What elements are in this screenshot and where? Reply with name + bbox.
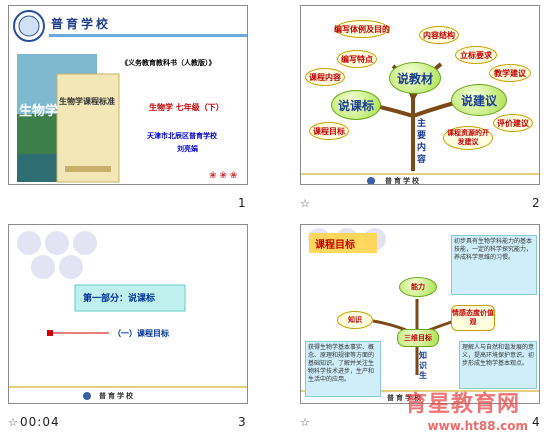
slide-thumbnail-4[interactable]: 课程目标 初步具有生物学科能力的基本技能，一定的科学探究能力，养成科学思维的习惯… [300, 224, 540, 404]
goal-right2-box: 理解人与自然和谐发展的意义，提高环境保护意识。初步形成生物学基本观点。 [459, 341, 537, 389]
teacher-name: 刘亮娟 [177, 145, 198, 153]
transition-star-2[interactable]: ☆ [300, 197, 310, 210]
footer-logo: 普育学校 [387, 393, 423, 402]
cover-standard-text: 生物学课程标准 [59, 97, 115, 106]
goal-left-text: 获得生物学基本事实、概念、原理和规律等方面的基础知识。了解并关注生物科学技术进步… [308, 344, 375, 383]
cover-big-text: 生物学 [19, 104, 59, 119]
bubble-1: 内容结构 [419, 26, 459, 44]
node-right: 情感态度价值观 [451, 305, 495, 331]
slide-timing-3: 00:04 [20, 415, 60, 429]
sub-title: （一）课程目标 [113, 329, 169, 338]
slide-thumbnail-3[interactable]: 第一部分：说课标 （一）课程目标 普育学校 [8, 224, 248, 404]
node-left: 说课标 [331, 90, 381, 120]
watermark-text: 育星教育网 [404, 392, 520, 417]
bubble-7: 评价建议 [493, 114, 533, 132]
slide-3-decor [9, 231, 247, 400]
node-center: 说教材 [389, 62, 441, 94]
bubble-5: 教学建议 [489, 64, 531, 82]
watermark-url: www.ht88.com [427, 419, 528, 432]
bubble-0: 编写体例及目的 [334, 20, 390, 38]
slide-1-decor: ❀ ❀ ❀ [9, 6, 247, 183]
goal-right-text: 初步具有生物学科能力的基本技能，一定的科学探究能力，养成科学思维的习惯。 [454, 238, 533, 261]
node-right: 说建议 [451, 84, 507, 116]
slide-thumbnail-2[interactable]: 说教材 说课标 说建议 主要内容 编写体例及目的 内容结构 编写特点 立标要求 … [300, 5, 540, 185]
bubble-6: 课程目标 [309, 122, 349, 140]
node-top: 能力 [399, 277, 437, 297]
grade-label: 生物学 七年级（下） [149, 103, 224, 112]
transition-star-3[interactable]: ☆ [8, 416, 18, 429]
slide-number-1: 1 [238, 196, 246, 210]
node-center: 三维目标 [397, 329, 439, 347]
goal-left-box: 获得生物学基本事实、概念、原理和规律等方面的基础知识。了解并关注生物科学技术进步… [305, 341, 381, 397]
bubble-4: 课程内容 [305, 68, 345, 86]
book-title: 《义务教育教科书（人教版）》 [121, 59, 216, 67]
goal-right2-text: 理解人与自然和谐发展的意义，提高环境保护意识。初步形成生物学基本观点。 [462, 344, 535, 367]
goal-right-box: 初步具有生物学科能力的基本技能，一定的科学探究能力，养成科学思维的习惯。 [451, 235, 537, 295]
school-logo-text: 普育学校 [51, 17, 112, 31]
trunk-text: 知识生 [419, 351, 427, 380]
slide-thumbnail-1[interactable]: ❀ ❀ ❀ 普育学校 生物学 生物学课程标准 《义务教育教科书（人教版）》 生物… [8, 5, 248, 185]
transition-star-4[interactable]: ☆ [300, 416, 310, 429]
slide-title: 课程目标 [315, 240, 355, 251]
slide-number-2: 2 [532, 196, 540, 210]
node-left: 知识 [337, 311, 373, 329]
svg-text:❀ ❀ ❀: ❀ ❀ ❀ [209, 171, 237, 181]
slide-number-4: 4 [532, 415, 540, 429]
bubble-8: 课程资源的开发建议 [443, 126, 493, 150]
bubble-2: 编写特点 [337, 50, 377, 68]
school-name: 天津市北辰区普育学校 [147, 132, 217, 140]
footer-logo: 普育学校 [385, 176, 421, 185]
trunk-text: 主要内容 [417, 119, 427, 165]
part-title: 第一部分：说课标 [83, 294, 156, 304]
bubble-3: 立标要求 [455, 46, 497, 64]
footer-logo: 普育学校 [99, 391, 135, 400]
slide-number-3: 3 [238, 415, 246, 429]
